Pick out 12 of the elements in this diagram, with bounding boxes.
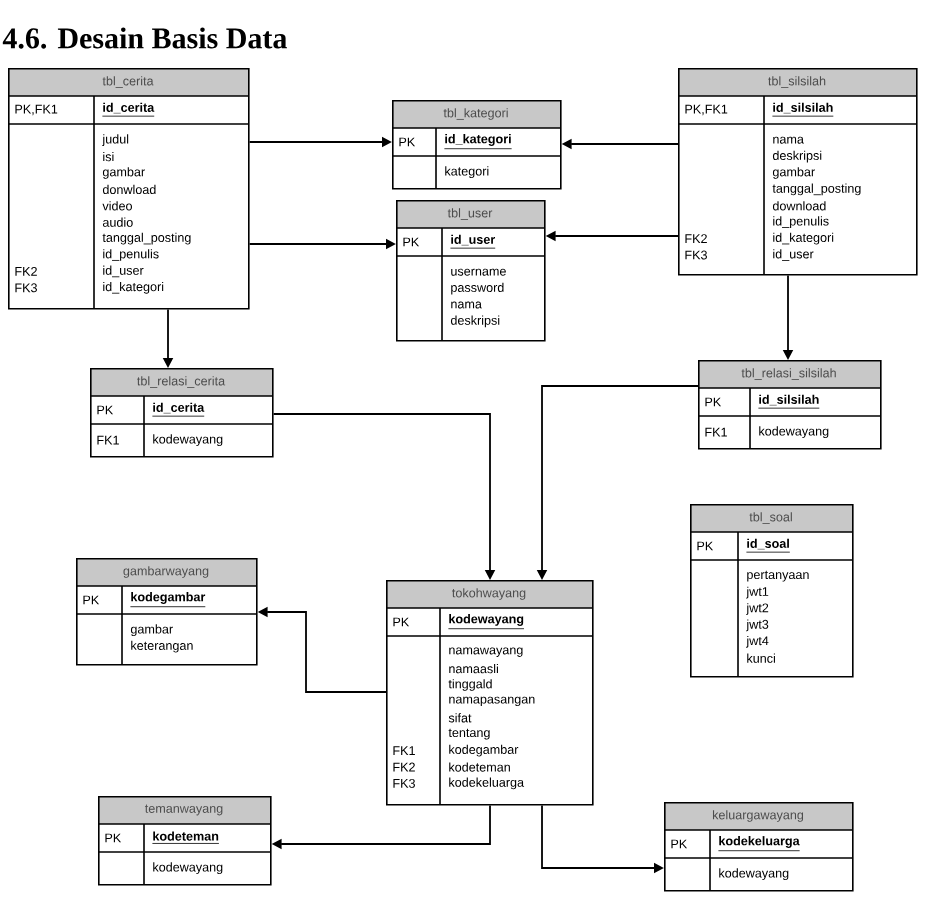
- entity-table: [385, 580, 594, 806]
- entity-table: [391, 100, 562, 190]
- heading: 4.6. Desain Basis Data: [2, 27, 287, 49]
- entity-table: [689, 504, 854, 678]
- entity-table: [677, 68, 918, 276]
- entity-table: [75, 558, 258, 666]
- entity-table: [697, 360, 882, 450]
- entity-table: [97, 796, 272, 886]
- entity-table: [395, 200, 546, 342]
- entity-table: [89, 368, 274, 458]
- entity-table: [7, 68, 250, 310]
- entity-table: [663, 802, 854, 892]
